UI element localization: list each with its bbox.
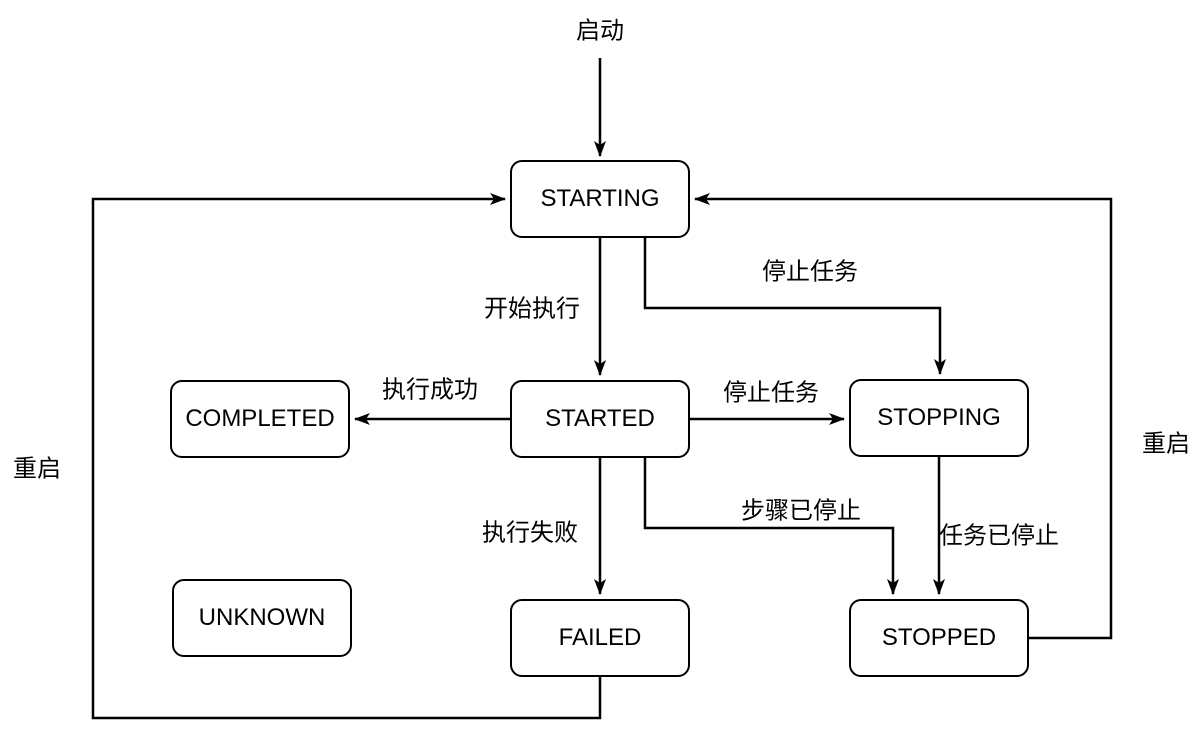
state-label-starting: STARTING [540,185,660,212]
state-node-completed[interactable]: COMPLETED [170,380,350,458]
state-node-failed[interactable]: FAILED [510,599,690,677]
edge-label-start: 启动 [576,17,624,45]
edge-started-to-stopped [643,458,899,595]
state-label-stopped: STOPPED [881,624,997,651]
state-node-stopped[interactable]: STOPPED [849,599,1029,677]
state-node-starting[interactable]: STARTING [510,160,690,238]
state-node-stopping[interactable]: STOPPING [849,379,1029,457]
edge-failed-to-starting [91,193,602,720]
edge-label-stop-task-from-starting: 停止任务 [762,258,858,286]
edge-starting-to-stopping [643,238,946,375]
state-label-unknown: UNKNOWN [198,604,326,631]
edge-label-execution-failed: 执行失败 [482,519,578,547]
state-label-completed: COMPLETED [185,405,335,432]
edge-stopped-to-starting [694,193,1113,640]
state-label-stopping: STOPPING [877,404,1001,431]
state-label-started: STARTED [545,405,655,432]
edge-label-restart-from-stopped: 重启 [1142,430,1190,458]
edge-label-stop-task-from-started: 停止任务 [723,379,819,407]
state-label-failed: FAILED [558,624,642,651]
edge-label-begin-execution: 开始执行 [484,295,580,323]
edge-label-task-stopped: 任务已停止 [939,522,1059,550]
edge-label-step-stopped: 步骤已停止 [741,497,861,525]
state-node-unknown[interactable]: UNKNOWN [172,579,352,657]
state-node-started[interactable]: STARTED [510,380,690,458]
edge-label-restart-from-failed: 重启 [13,455,61,483]
edge-label-execution-success: 执行成功 [382,376,478,404]
